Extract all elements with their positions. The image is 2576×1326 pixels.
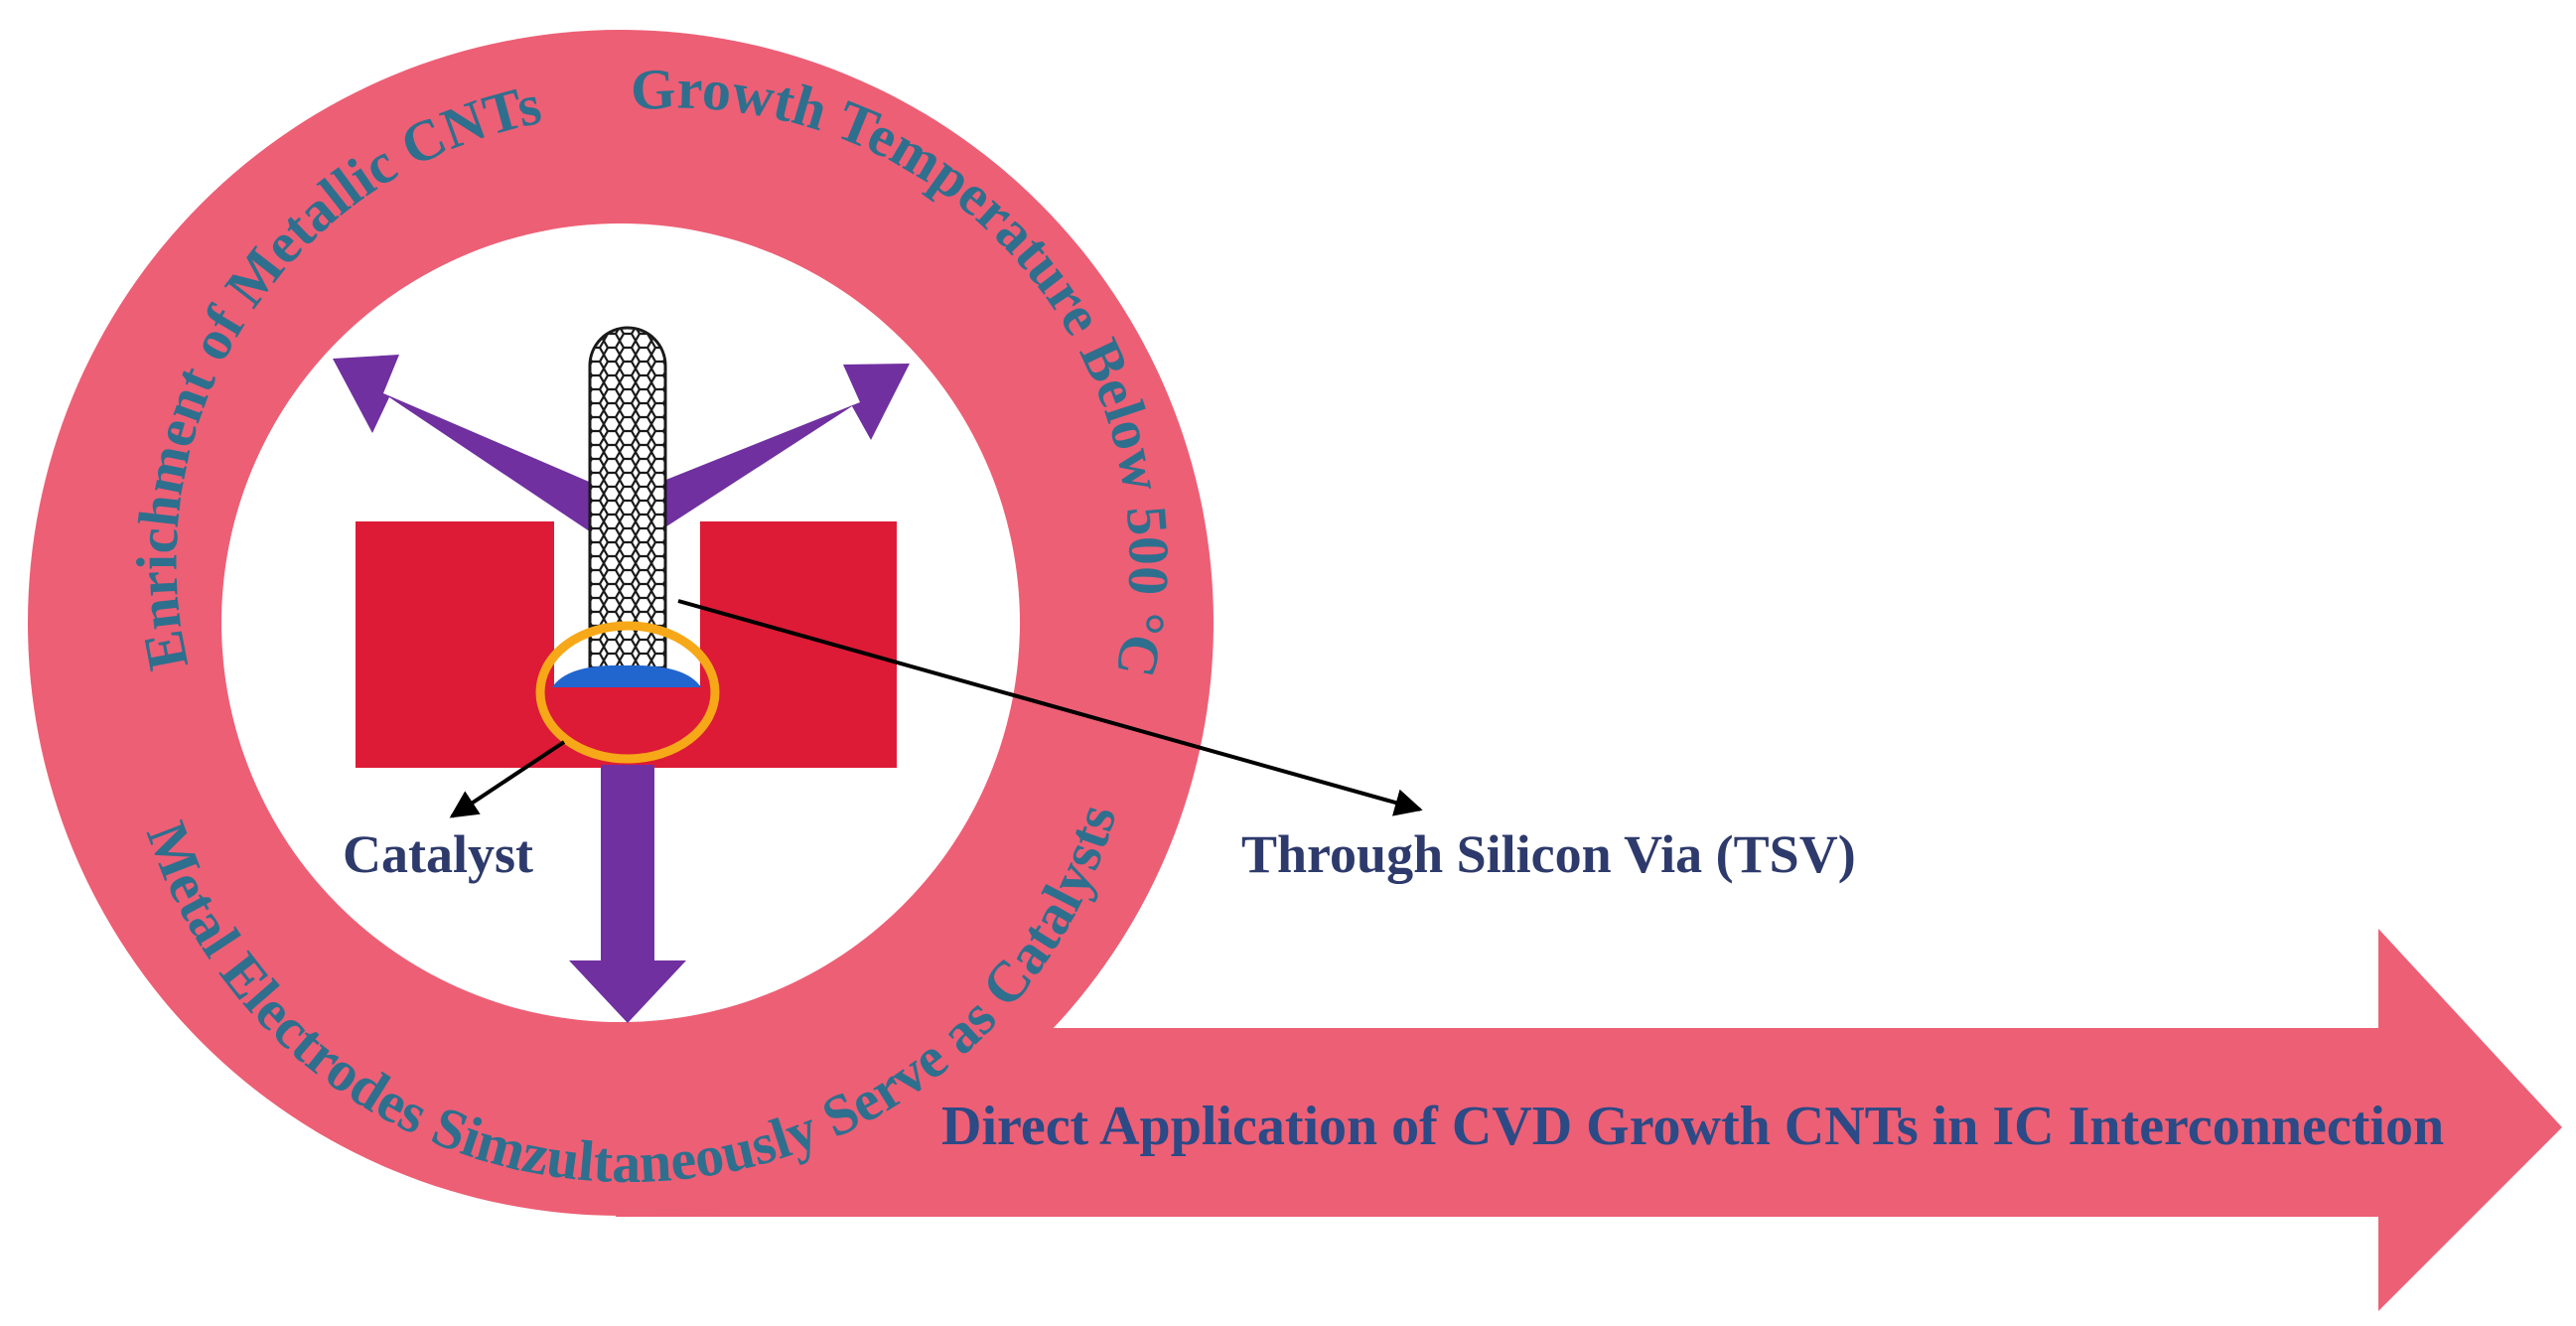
via-bottom-fill: [554, 685, 700, 768]
catalyst-highlight: [535, 621, 720, 764]
arrow-upper-right: [624, 364, 910, 554]
banner-label: Direct Application of CVD Growth CNTs in…: [941, 1096, 2444, 1157]
catalyst-pointer: [449, 740, 566, 818]
tsv-pointer: [677, 599, 1423, 816]
catalyst-layer: [552, 664, 701, 687]
arrow-upper-left: [333, 355, 624, 554]
catalyst-label: Catalyst: [343, 824, 533, 884]
tsv-label: Through Silicon Via (TSV): [1241, 824, 1856, 884]
banner-arrow: [616, 929, 2562, 1311]
substrate-block-right: [700, 521, 897, 768]
substrate-block-left: [356, 521, 554, 768]
arrow-down: [569, 765, 686, 1023]
carbon-nanotube: [588, 326, 667, 672]
